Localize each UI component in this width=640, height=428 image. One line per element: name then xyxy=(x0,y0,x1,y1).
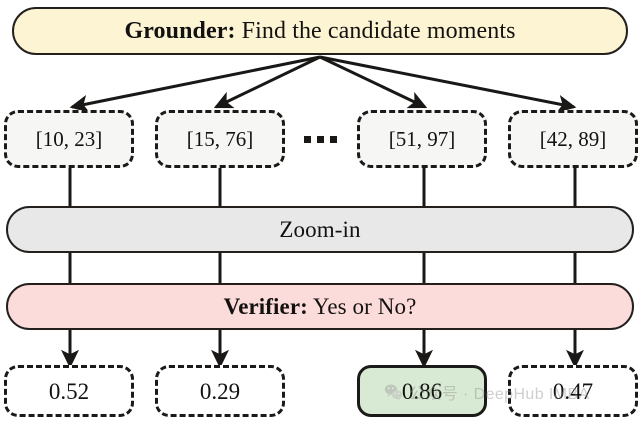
candidate-to-zoomin-lines xyxy=(68,168,577,210)
candidate-moment-label: [10, 23] xyxy=(35,126,103,151)
candidate-moment-box[interactable]: [51, 97] xyxy=(357,110,487,168)
verifier-role-label: Verifier: xyxy=(223,294,308,319)
score-value: 0.86 xyxy=(401,378,443,404)
candidate-moment-label: [51, 97] xyxy=(388,126,456,151)
zoomin-to-verifier-lines xyxy=(68,249,577,287)
score-box[interactable]: 0.47 xyxy=(508,365,638,417)
grounder-prompt-text: Find the candidate moments xyxy=(235,18,516,44)
score-value: 0.29 xyxy=(199,378,241,404)
score-value: 0.52 xyxy=(48,378,90,404)
candidate-moment-label: [15, 76] xyxy=(186,126,254,151)
candidate-moment-box[interactable]: [10, 23] xyxy=(4,110,134,168)
verifier-label: Verifier: Yes or No? xyxy=(224,295,417,318)
score-box-selected[interactable]: 0.86 xyxy=(357,365,487,417)
candidate-moment-label: [42, 89] xyxy=(539,126,607,151)
score-value: 0.47 xyxy=(552,378,594,404)
candidate-moment-box[interactable]: [42, 89] xyxy=(508,110,638,168)
score-box[interactable]: 0.29 xyxy=(155,365,285,417)
candidate-moment-box[interactable]: [15, 76] xyxy=(155,110,285,168)
verifier-to-score-arrows xyxy=(61,328,584,369)
ellipsis-icon xyxy=(296,126,344,152)
verifier-banner: Verifier: Yes or No? xyxy=(6,283,634,330)
grounder-fanout-arrows xyxy=(69,55,577,113)
grounder-label: Grounder: Find the candidate moments xyxy=(124,19,515,43)
score-box[interactable]: 0.52 xyxy=(4,365,134,417)
zoom-in-label: Zoom-in xyxy=(279,217,361,242)
zoom-in-stage: Zoom-in xyxy=(6,206,634,253)
grounder-banner: Grounder: Find the candidate moments xyxy=(12,7,628,55)
verifier-prompt-text: Yes or No? xyxy=(307,294,417,319)
grounder-role-label: Grounder: xyxy=(124,18,236,44)
